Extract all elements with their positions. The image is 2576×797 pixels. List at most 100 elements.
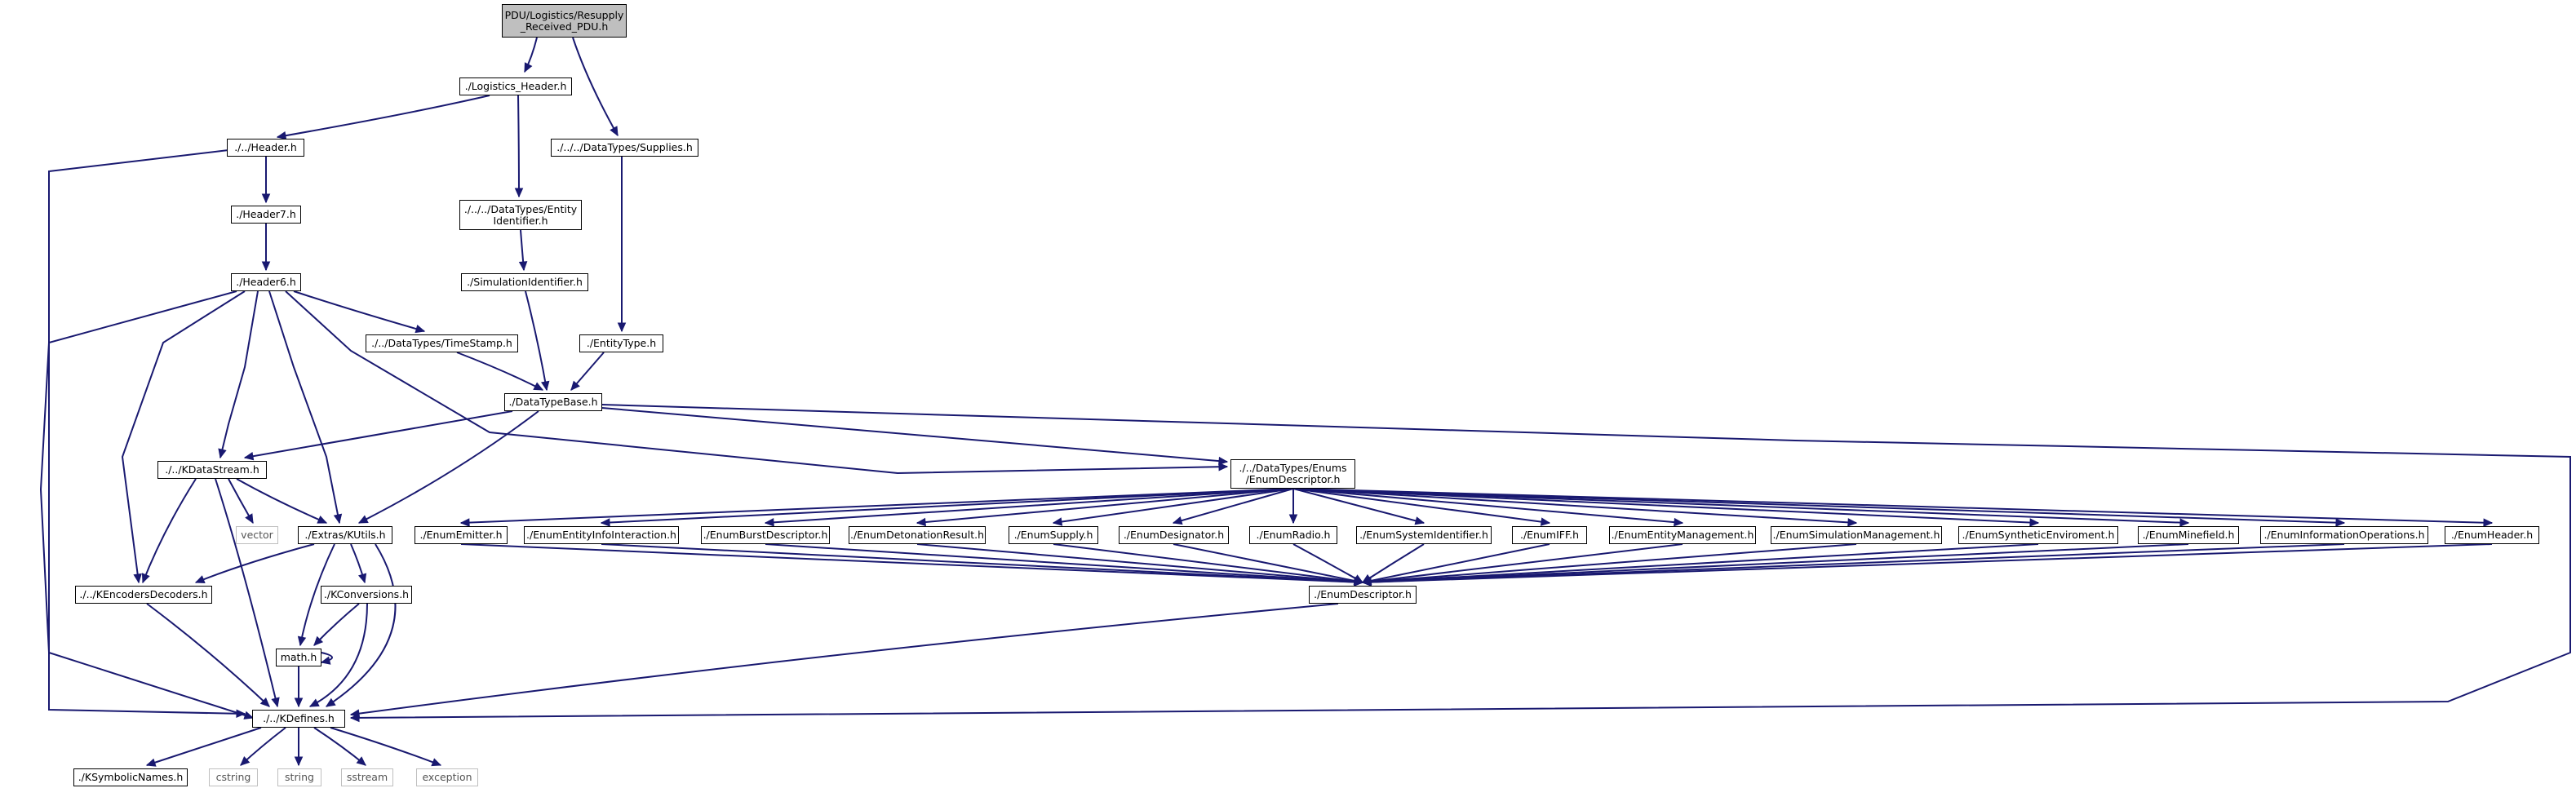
node-enum-entity-info[interactable]: ./EnumEntityInfoInteraction.h	[524, 526, 679, 544]
edge-disenums-to-enum-4	[1053, 488, 1294, 524]
arrowhead-kutils-to-math	[297, 635, 307, 647]
arrowhead-disenums-to-enum-3	[916, 517, 926, 527]
edge-disenums-to-enum-1	[601, 488, 1294, 524]
edge-kdefines-to-sstream	[313, 727, 366, 766]
arrowhead-root-to-logistics	[524, 62, 533, 73]
node-enum-designator[interactable]: ./EnumDesignator.h	[1119, 526, 1229, 544]
edge-enum-1-to-enum-descriptor	[601, 543, 1363, 583]
arrowhead-kdefines-to-cstring	[240, 756, 251, 766]
node-math[interactable]: math.h	[276, 649, 321, 666]
arrowhead-datatypebase-to-kdatastream	[243, 452, 255, 461]
node-enum-radio[interactable]: ./EnumRadio.h	[1249, 526, 1337, 544]
edge-header6-to-kdatastream	[219, 290, 259, 458]
node-string[interactable]: string	[277, 768, 321, 786]
edge-kconversions-to-math	[313, 603, 360, 646]
arrowhead-disenums-to-enum-0	[459, 518, 470, 527]
arrowhead-disenums-to-enum-6	[1288, 514, 1298, 525]
arrowhead-header7-to-header6	[261, 261, 271, 272]
edge-enum-12-to-enum-descriptor	[1362, 543, 2189, 583]
arrowhead-kdatastream-to-kdefines	[271, 697, 280, 708]
edge-kconversions-to-kdefines	[309, 603, 368, 707]
edge-disenums-to-enum-7	[1292, 488, 1425, 524]
node-exception[interactable]: exception	[416, 768, 478, 786]
node-enum-minefield[interactable]: ./EnumMinefield.h	[2138, 526, 2239, 544]
arrowhead-kdatastream-to-vector	[245, 513, 254, 525]
arrowhead-header6-to-disenums	[1218, 462, 1229, 472]
edge-header6-to-kencoders	[121, 290, 246, 583]
node-supplies[interactable]: ./../../DataTypes/Supplies.h	[551, 139, 698, 157]
node-kdatastream[interactable]: ./../KDataStream.h	[157, 461, 267, 479]
edge-enum-8-to-enum-descriptor	[1362, 543, 1550, 583]
arrowhead-supplies-to-entity-type	[617, 322, 627, 333]
node-enum-descriptor[interactable]: ./EnumDescriptor.h	[1309, 586, 1417, 604]
arrowhead-disenums-to-enum-10	[1847, 518, 1858, 527]
edge-datatypebase-to-disenums	[601, 407, 1228, 463]
node-vector[interactable]: vector	[236, 526, 278, 544]
edge-disenums-to-enum-2	[765, 488, 1294, 524]
edge-simulation-identifier-to-datatypebase	[525, 290, 548, 391]
arrowhead-logistics-to-header	[276, 131, 287, 140]
node-enum-supply[interactable]: ./EnumSupply.h	[1009, 526, 1098, 544]
edge-enum-10-to-enum-descriptor	[1362, 543, 1857, 583]
edge-kdatastream-to-kutils	[236, 478, 327, 524]
edge-datatypebase-to-kdatastream	[244, 410, 513, 458]
arrowhead-kconversions-to-kdefines	[308, 698, 320, 707]
arrowhead-kconversions-to-math	[313, 635, 324, 646]
edge-disenums-to-enum-10	[1292, 488, 1857, 524]
edge-kutils-to-math	[299, 543, 335, 646]
node-kconversions[interactable]: ./KConversions.h	[321, 586, 412, 604]
arrowhead-header6-to-kutils	[333, 513, 343, 525]
edge-disenums-to-enum-0	[460, 488, 1294, 524]
node-disenums[interactable]: ./../DataTypes/Enums /EnumDescriptor.h	[1230, 459, 1355, 489]
arrowhead-kdatastream-to-kencoders	[141, 573, 150, 584]
node-header[interactable]: ./../Header.h	[227, 139, 304, 157]
node-ksymbolic[interactable]: ./KSymbolicNames.h	[73, 768, 188, 786]
edge-enum-13-to-enum-descriptor	[1362, 543, 2345, 583]
root-node[interactable]: PDU/Logistics/Resupply _Received_PDU.h	[502, 4, 627, 38]
node-enum-burst[interactable]: ./EnumBurstDescriptor.h	[701, 526, 830, 544]
node-timestamp[interactable]: ./../DataTypes/TimeStamp.h	[366, 334, 518, 352]
arrowhead-kdefines-to-ksymbolic	[145, 758, 157, 767]
node-enum-entity-mgmt[interactable]: ./EnumEntityManagement.h	[1609, 526, 1756, 544]
edge-enum-5-to-enum-descriptor	[1173, 543, 1363, 583]
node-enum-system-id[interactable]: ./EnumSystemIdentifier.h	[1356, 526, 1492, 544]
node-entity-identifier[interactable]: ./../../DataTypes/Entity Identifier.h	[459, 200, 582, 230]
node-enum-emitter[interactable]: ./EnumEmitter.h	[415, 526, 508, 544]
edge-kencoders-to-kdefines	[146, 603, 270, 707]
edge-disenums-to-enum-9	[1292, 488, 1683, 524]
node-kutils[interactable]: ./Extras/KUtils.h	[298, 526, 392, 544]
node-sstream[interactable]: sstream	[341, 768, 393, 786]
arrowhead-root-to-supplies	[610, 126, 619, 137]
node-enum-info-ops[interactable]: ./EnumInformationOperations.h	[2260, 526, 2428, 544]
arrowhead-kdefines-to-sstream	[356, 756, 366, 766]
node-kdefines[interactable]: ./../KDefines.h	[252, 710, 345, 728]
edge-enum-11-to-enum-descriptor	[1362, 543, 2039, 583]
node-enum-sim-mgmt[interactable]: ./EnumSimulationManagement.h	[1771, 526, 1942, 544]
node-cstring[interactable]: cstring	[209, 768, 258, 786]
arrowhead-disenums-to-enum-7	[1414, 516, 1425, 525]
arrowhead-header-to-header7	[261, 193, 271, 204]
edge-header6-to-kutils	[268, 290, 340, 524]
edge-kutils-to-kencoders	[195, 543, 315, 583]
arrowhead-disenums-to-enum-2	[764, 518, 774, 527]
node-enum-iff[interactable]: ./EnumIFF.h	[1512, 526, 1587, 544]
arrowhead-math-to-kdefines	[294, 697, 304, 708]
node-kencoders[interactable]: ./../KEncodersDecoders.h	[75, 586, 212, 604]
node-header7[interactable]: ./Header7.h	[231, 206, 301, 224]
node-header6[interactable]: ./Header6.h	[231, 273, 301, 291]
node-enum-header[interactable]: ./EnumHeader.h	[2445, 526, 2539, 544]
dependency-edges	[39, 37, 2571, 767]
arrowhead-disenums-to-enum-1	[600, 518, 610, 527]
node-simulation-identifier[interactable]: ./SimulationIdentifier.h	[461, 273, 588, 291]
node-enum-detonation[interactable]: ./EnumDetonationResult.h	[849, 526, 986, 544]
node-entity-type[interactable]: ./EntityType.h	[579, 334, 663, 352]
node-enum-synthetic[interactable]: ./EnumSyntheticEnviroment.h	[1958, 526, 2118, 544]
edge-header6-to-timestamp	[293, 290, 425, 332]
arrowhead-enum-6-to-enum-descriptor	[1353, 574, 1364, 583]
arrowhead-math-loop	[320, 656, 331, 665]
node-logistics-header[interactable]: ./Logistics_Header.h	[459, 77, 572, 95]
node-datatypebase[interactable]: ./DataTypeBase.h	[504, 393, 602, 411]
arrowhead-disenums-to-enum-14	[2483, 518, 2494, 527]
arrowhead-disenums-to-enum-12	[2179, 518, 2190, 527]
